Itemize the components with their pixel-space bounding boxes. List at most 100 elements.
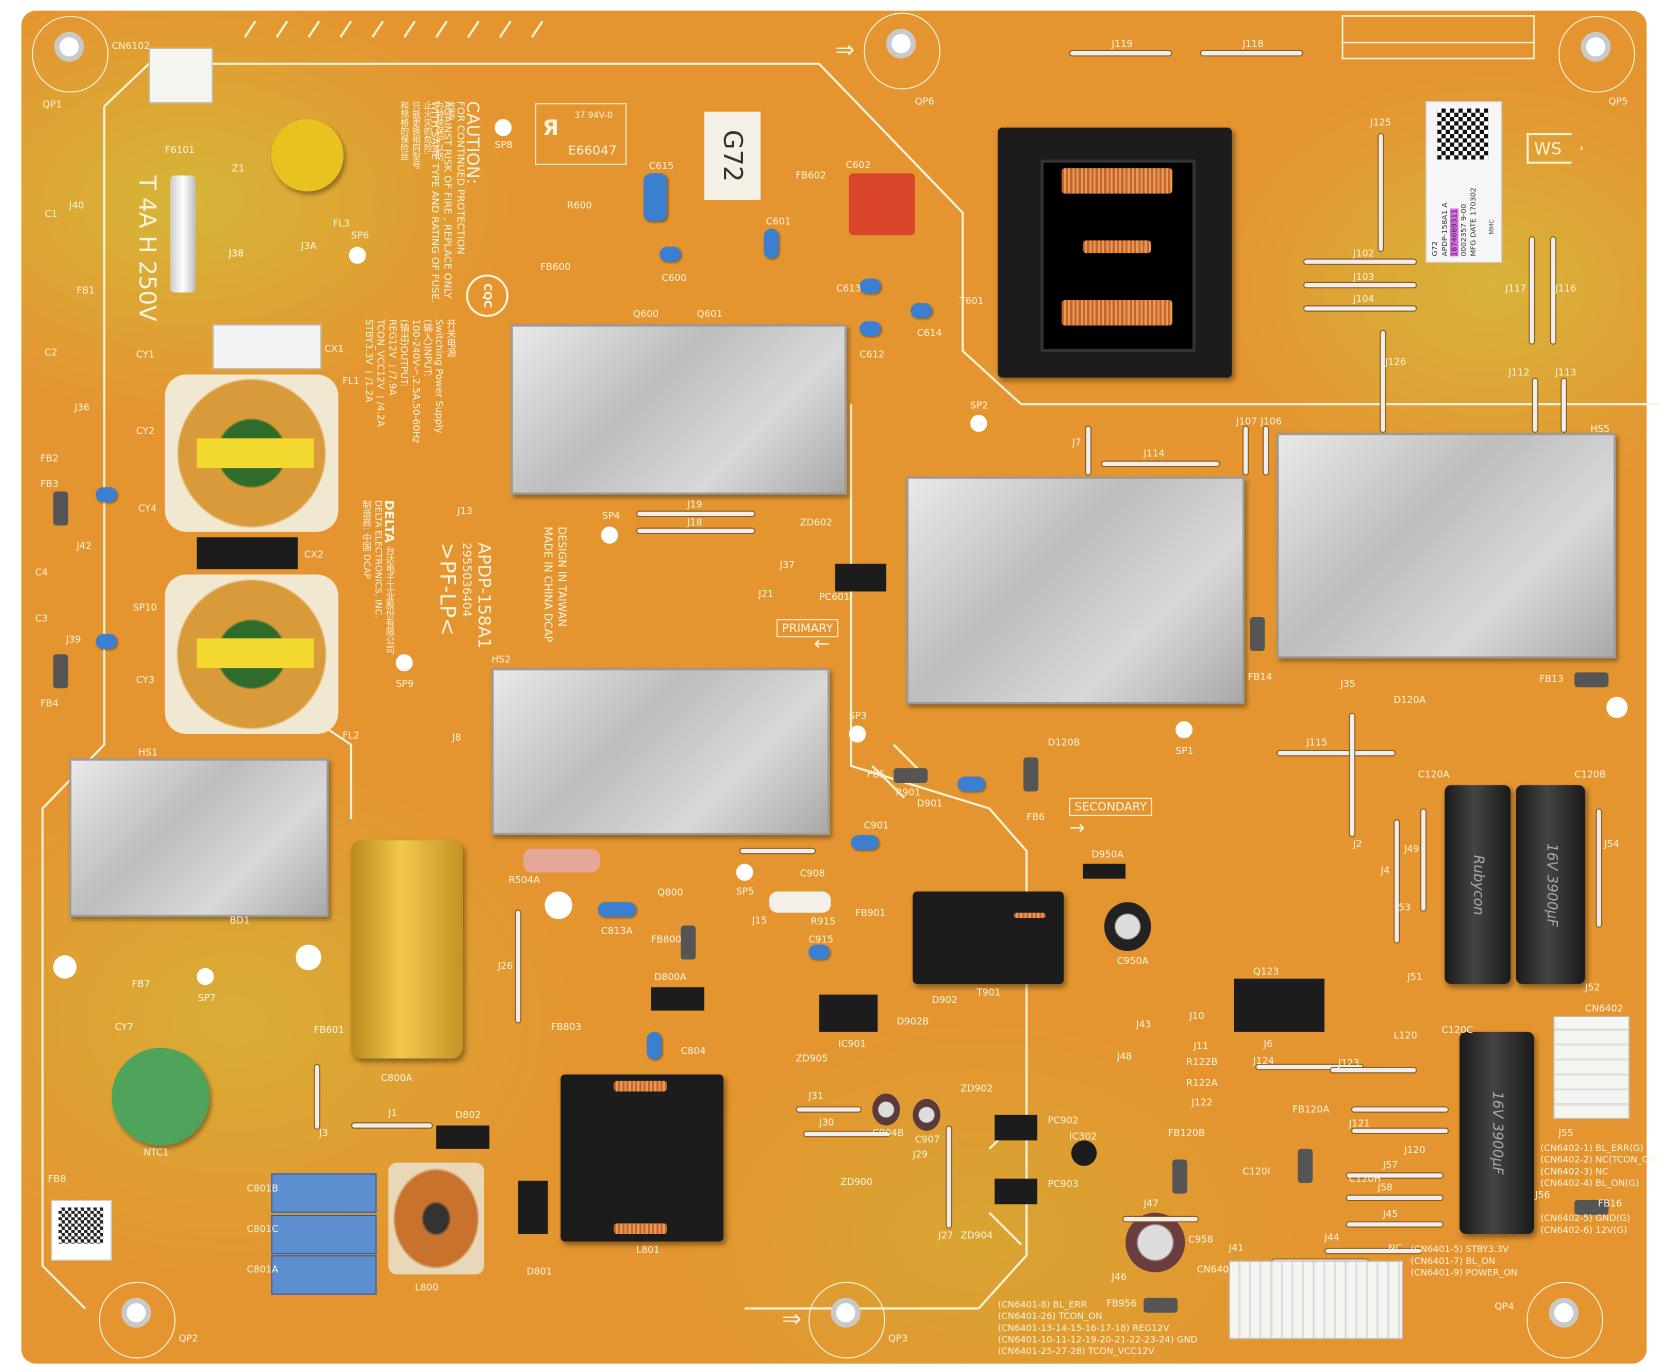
test-pad: [601, 526, 619, 544]
refdes-j51: J51: [1407, 972, 1423, 983]
refdes-j29: J29: [912, 1149, 928, 1161]
jumper-j126: [1379, 329, 1387, 433]
refdes-j117: J117: [1505, 284, 1527, 295]
refdes-fb5: FB5: [866, 770, 886, 781]
refdes-j41: J41: [1228, 1243, 1244, 1255]
x-capacitor-c801c: [271, 1214, 377, 1255]
refdes-j8: J8: [452, 732, 462, 744]
refdes-cn6102: CN6102: [111, 41, 150, 53]
capacitor-c602: [848, 173, 915, 236]
refdes-l801: L801: [636, 1245, 660, 1257]
refdes-j47: J47: [1143, 1198, 1159, 1210]
spec-line: (输入)INPUT:: [421, 319, 432, 377]
refdes-sp9: SP9: [395, 679, 414, 691]
refdes-c120h: C120H: [1348, 1174, 1382, 1186]
refdes-t901: T901: [976, 988, 1001, 999]
refdes-j123: J123: [1338, 1058, 1360, 1070]
refdes-ntc1: NTC1: [143, 1147, 169, 1159]
capacitor-c813a: [597, 902, 637, 917]
capacitor-c958: [1125, 1212, 1186, 1273]
refdes-qp2: QP2: [178, 1334, 199, 1345]
refdes-j115: J115: [1306, 738, 1328, 749]
legend-line: (CN6401-5) STBY3.3V: [1410, 1244, 1509, 1256]
refdes-c120i: C120I: [1242, 1166, 1271, 1178]
refdes-c958: C958: [1188, 1235, 1214, 1246]
refdes-j52: J52: [1585, 982, 1601, 994]
refdes-j19: J19: [687, 499, 703, 511]
test-pad: [53, 955, 77, 979]
refdes-c120b: C120B: [1574, 770, 1606, 781]
jumper-j58: [1345, 1194, 1444, 1202]
refdes-j114: J114: [1143, 448, 1165, 460]
jumper-j47: [1122, 1215, 1199, 1223]
y-capacitor: [95, 634, 118, 649]
jumper-j116: [1549, 236, 1557, 345]
refdes-zd904: ZD904: [960, 1230, 993, 1242]
jumper-j121: [1351, 1106, 1449, 1113]
heatsink-hs2: [491, 668, 830, 836]
arrow-icon: ⇒: [835, 37, 855, 64]
refdes-j125: J125: [1370, 118, 1392, 129]
ferrite-bead: [1172, 1159, 1188, 1194]
qr-label-line: G72: [1430, 241, 1440, 257]
refdes-j18: J18: [687, 518, 703, 529]
refdes-l120: L120: [1393, 1030, 1418, 1042]
caution-line: FOR CONTINUED PROTECTION: [454, 101, 466, 255]
refdes-c1: C1: [44, 209, 58, 221]
refdes-sp1: SP1: [1175, 746, 1194, 758]
refdes-c600: C600: [661, 273, 687, 285]
refdes-qp6: QP6: [914, 96, 935, 108]
legend-line: (CN6401-7) BL_ON: [1410, 1256, 1496, 1267]
legend-line: (CN6401-10-11-12-19-20-21-22-23-24) GND: [997, 1335, 1198, 1346]
spec-line: TCON_VCC12V ⎓/4.2A: [374, 319, 386, 427]
capacitor-marking: 16V 3900µF: [1488, 1091, 1505, 1175]
jumper-j19: [636, 510, 756, 518]
refdes-fb13: FB13: [1539, 674, 1564, 686]
ic-ic302: [1071, 1140, 1097, 1166]
capacitor-c614: [910, 303, 932, 319]
origin-line: MADE IN CHINA DCAP: [541, 526, 554, 643]
refdes-d902b: D902B: [896, 1016, 930, 1028]
refdes-j36: J36: [74, 403, 90, 414]
refdes-f6101: F6101: [164, 145, 195, 157]
capacitor-cy: [957, 776, 986, 792]
capacitor-c613: [859, 278, 881, 294]
capacitor-c601: [763, 228, 779, 259]
refdes-fb8: FB8: [47, 1174, 67, 1186]
refdes-j46: J46: [1111, 1272, 1127, 1283]
qr-label-serial: 1874669311: [1449, 208, 1459, 257]
refdes-d120b: D120B: [1047, 738, 1081, 749]
spec-line: (输出)OUTPUT:: [397, 319, 409, 387]
refdes-fl1: FL1: [342, 376, 360, 388]
ferrite-bead: [1297, 1148, 1313, 1183]
barcode-sticker: [51, 1199, 112, 1261]
refdes-sp7: SP7: [197, 993, 216, 1005]
refdes-qp1: QP1: [42, 99, 62, 111]
transformer-t901: [912, 891, 1064, 985]
ws-arrow-icon: WS: [1526, 132, 1583, 164]
refdes-j15: J15: [752, 915, 768, 927]
legend-line: (CN6402-4) BL_ON(G): [1540, 1178, 1640, 1190]
diode-d950a: [1082, 863, 1126, 879]
refdes-cy2: CY2: [136, 426, 155, 438]
refdes-q601: Q601: [696, 309, 723, 321]
connector-cn6402: [1553, 1015, 1630, 1120]
origin-line: DESIGN IN TAIWAN: [555, 526, 568, 627]
jumper-j1: [351, 1122, 433, 1129]
jumper-j44: [1324, 1247, 1423, 1255]
refdes-j120: J120: [1404, 1145, 1426, 1157]
varistor-z1: [271, 119, 344, 192]
refdes-sp5: SP5: [736, 887, 755, 898]
jumper-j123: [1329, 1066, 1417, 1074]
optocoupler-pc903: [994, 1178, 1038, 1205]
refdes-d120a: D120A: [1393, 695, 1426, 707]
refdes-nc: NC: [1388, 1243, 1403, 1255]
test-pad: [348, 246, 366, 264]
capacitor-c904b: [872, 1093, 900, 1126]
refdes-c3: C3: [35, 613, 48, 625]
ferrite-bead: [680, 925, 696, 960]
refdes-j53: J53: [1395, 903, 1411, 914]
